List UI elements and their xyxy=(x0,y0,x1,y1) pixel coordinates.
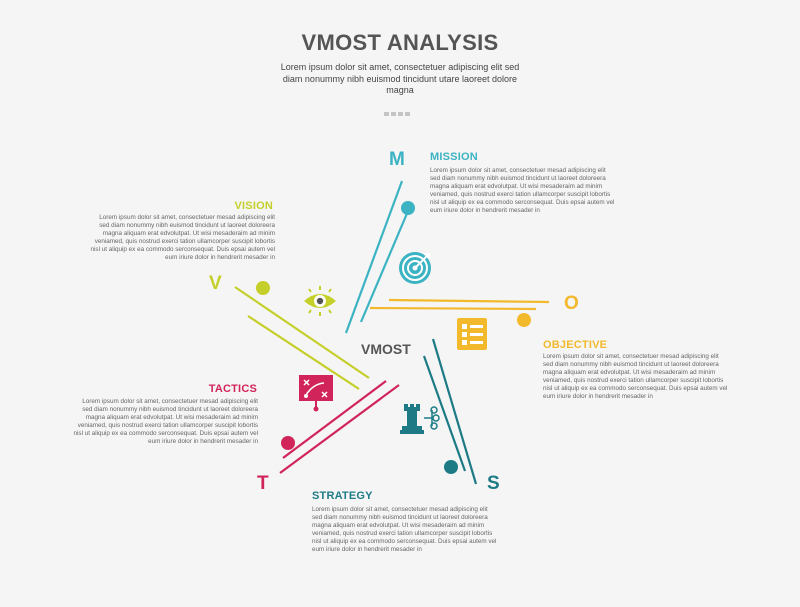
strategy-line-2 xyxy=(422,355,467,472)
vision-line-2 xyxy=(247,315,360,390)
strategy-line-1 xyxy=(431,338,478,485)
divider-dots xyxy=(384,103,412,121)
strategy-heading: STRATEGY xyxy=(312,490,373,502)
mission-letter: M xyxy=(389,149,405,170)
strategy-dot xyxy=(444,460,458,474)
tactics-heading: TACTICS xyxy=(208,383,257,395)
tactics-dot xyxy=(281,436,295,450)
page-subtitle: Lorem ipsum dolor sit amet, consectetuer… xyxy=(280,62,520,95)
vision-heading: VISION xyxy=(234,200,273,212)
tactics-line-2 xyxy=(282,380,387,459)
mission-text: Lorem ipsum dolor sit amet, consectetuer… xyxy=(430,167,615,215)
vision-dot xyxy=(256,281,270,295)
target-icon xyxy=(399,252,431,284)
objective-dot xyxy=(517,313,531,327)
strategy-text: Lorem ipsum dolor sit amet, consectetuer… xyxy=(312,506,497,554)
tactics-text: Lorem ipsum dolor sit amet, consectetuer… xyxy=(73,398,258,446)
page-title: VMOST ANALYSIS xyxy=(301,30,499,55)
eye-icon xyxy=(304,286,336,316)
vision-text: Lorem ipsum dolor sit amet, consectetuer… xyxy=(90,214,275,262)
mission-dot xyxy=(401,201,415,215)
tactics-board-icon xyxy=(299,375,333,412)
checklist-icon xyxy=(457,318,487,350)
tactics-line-1 xyxy=(279,384,400,474)
objective-text: Lorem ipsum dolor sit amet, consectetuer… xyxy=(543,353,728,401)
tactics-letter: T xyxy=(257,473,269,494)
vision-line-1 xyxy=(234,286,370,379)
mission-line-2 xyxy=(359,203,413,323)
strategy-letter: S xyxy=(487,473,500,494)
objective-line-2 xyxy=(369,306,537,311)
chess-rook-icon xyxy=(400,404,440,434)
objective-letter: O xyxy=(564,293,579,314)
mission-line-1 xyxy=(344,180,404,334)
objective-line-1 xyxy=(388,298,550,304)
center-label: VMOST xyxy=(361,341,411,357)
objective-heading: OBJECTIVE xyxy=(543,339,608,351)
mission-heading: MISSION xyxy=(430,151,478,163)
vision-letter: V xyxy=(209,273,222,294)
